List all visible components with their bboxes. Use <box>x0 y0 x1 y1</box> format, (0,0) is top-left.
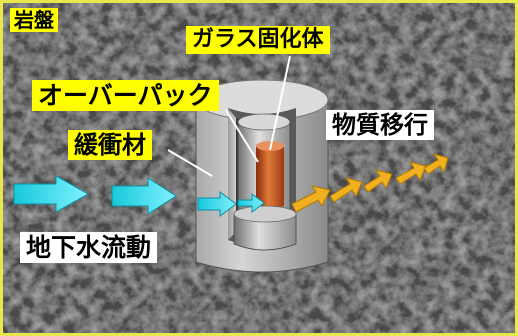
groundwater-arrow <box>237 193 265 213</box>
migration-arrow <box>363 169 393 193</box>
groundwater-arrow <box>197 191 237 217</box>
label-material-migration: 物質移行 <box>326 110 434 140</box>
label-groundwater-flow: 地下水流動 <box>20 232 158 263</box>
groundwater-arrows <box>13 175 265 217</box>
migration-arrow <box>395 161 427 185</box>
migration-arrow <box>423 153 449 175</box>
label-overpack: オーバーパック <box>32 80 219 111</box>
migration-arrows <box>291 153 449 213</box>
groundwater-arrow <box>111 177 177 215</box>
leader-lines <box>167 55 291 177</box>
migration-arrow <box>329 177 363 203</box>
label-buffer: 緩衝材 <box>68 130 152 160</box>
label-glass-vitrified: ガラス固化体 <box>186 26 330 54</box>
groundwater-arrow <box>13 175 90 213</box>
migration-arrow <box>291 185 331 213</box>
label-rock: 岩盤 <box>10 8 58 32</box>
